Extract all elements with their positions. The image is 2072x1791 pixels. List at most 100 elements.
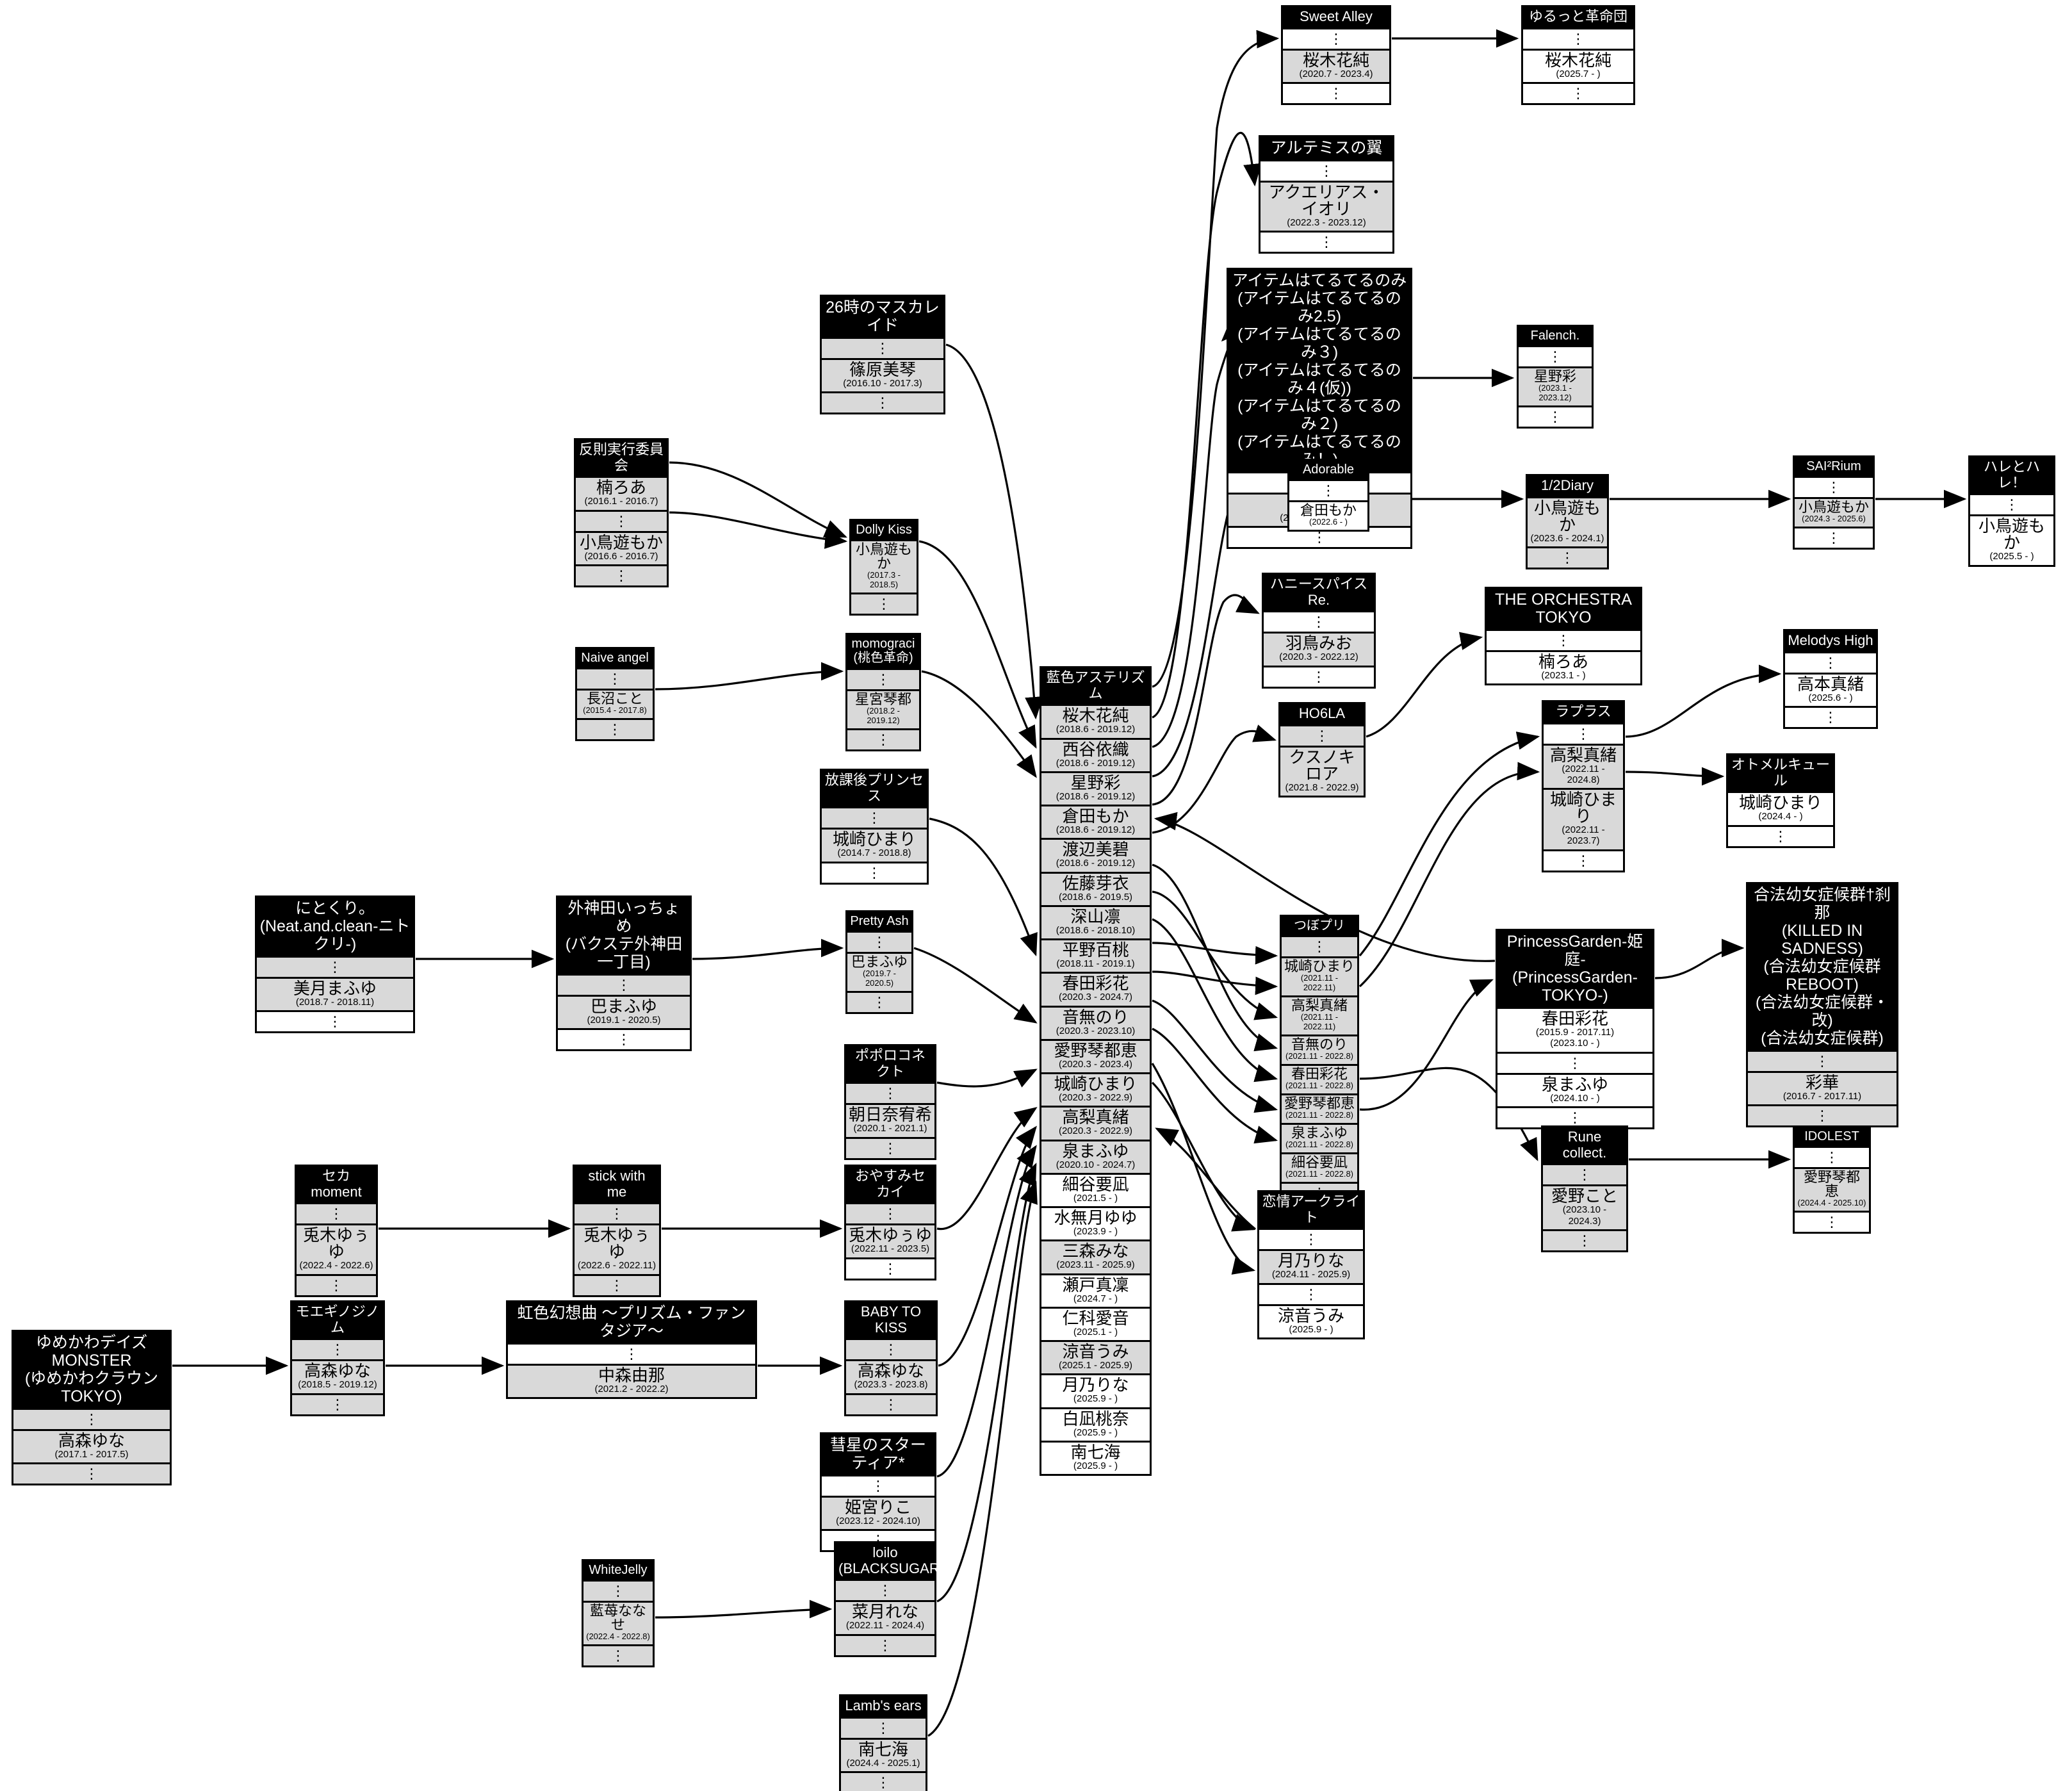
group-node-baby-to-kiss[interactable]: BABY TO KISS高森ゆな(2023.3 - 2023.8) (844, 1300, 938, 1416)
member-row: 星宮琴都(2018.2 - 2019.12) (847, 689, 919, 728)
group-node-moegino-zimu[interactable]: モエギノジノム高森ゆな(2018.5 - 2019.12) (290, 1300, 385, 1416)
group-node-white-jelly[interactable]: WhiteJelly藍苺ななせ(2022.4 - 2022.8) (582, 1559, 655, 1668)
ellipsis-row (846, 1136, 934, 1158)
member-name: 瀬戸真凜 (1062, 1275, 1129, 1295)
member-row: 音無のり(2021.11 - 2022.8) (1282, 1035, 1357, 1065)
group-title: HO6LA (1280, 704, 1364, 724)
member-row: 桜木花純(2018.6 - 2019.12) (1041, 704, 1150, 738)
group-node-renjo-arclight[interactable]: 恋情アークライト月乃りな(2024.11 - 2025.9)涼音うみ(2025.… (1257, 1190, 1365, 1339)
group-node-yurutto[interactable]: ゆるっと革命団桜木花純(2025.7 - ) (1521, 5, 1635, 105)
member-row: 朝日奈宥希(2020.1 - 2021.1) (846, 1103, 934, 1137)
member-tenure: (2016.7 - 2017.11) (1782, 1091, 1862, 1102)
ellipsis-row (1497, 1051, 1652, 1073)
group-node-suisei-startear[interactable]: 彗星のスターティア*姫宮りこ(2023.12 - 2024.10) (820, 1432, 936, 1553)
group-title: 藍色アステリズム (1041, 668, 1150, 705)
group-node-adorable[interactable]: Adorable倉田もか(2022.6 - ) (1287, 459, 1369, 532)
group-title: 1/2Diary (1528, 476, 1607, 496)
ellipsis-row (13, 1462, 170, 1484)
ellipsis-row (577, 718, 653, 740)
ellipsis-row (846, 1257, 934, 1279)
group-title: オトメルキュール (1728, 755, 1833, 792)
group-node-nijiiro-gensoukyoku[interactable]: 虹色幻想曲 ～プリズム・ファンタジア～中森由那(2021.2 - 2022.2) (506, 1300, 757, 1400)
member-row: 星野彩(2018.6 - 2019.12) (1041, 771, 1150, 805)
group-node-sweet-alley[interactable]: Sweet Alley桜木花純(2020.7 - 2023.4) (1281, 5, 1391, 105)
group-node-nitokuri[interactable]: にとくり。 (Neat.and.clean-ニトクリ-)美月まふゆ(2018.7… (255, 896, 415, 1034)
group-node-pretty-ash[interactable]: Pretty Ash巴まふゆ(2019.7 - 2020.5) (845, 910, 913, 1015)
group-node-poporo-connect[interactable]: ポポロコネクト朝日奈宥希(2020.1 - 2021.1) (844, 1044, 936, 1160)
group-node-naive-angel[interactable]: Naive angel長沼こと(2015.4 - 2017.8) (575, 647, 655, 742)
group-node-sai2rium[interactable]: SAI²Rium小鳥遊もか(2024.3 - 2025.6) (1793, 455, 1875, 550)
group-node-honey-spice[interactable]: ハニースパイスRe.羽鳥みお(2020.3 - 2022.12) (1262, 573, 1376, 689)
member-row: 仁科愛音(2025.1 - ) (1041, 1306, 1150, 1340)
member-name: 小鳥遊もか (579, 532, 663, 552)
group-node-yumekawa-days[interactable]: ゆめかわデイズMONSTER (ゆめかわクラウンTOKYO)高森ゆな(2017.… (12, 1330, 172, 1486)
group-node-tsubopuri[interactable]: つぼプリ城崎ひまり(2021.11 - 2022.11)高梨真緒(2021.11… (1280, 915, 1359, 1205)
group-node-seka-moment[interactable]: セカmoment兎木ゆぅゆ(2022.4 - 2022.6) (295, 1165, 378, 1297)
group-node-loilo[interactable]: loilo (BLACKSUGAR)菜月れな(2022.11 - 2024.4) (834, 1541, 944, 1657)
ellipsis-row (822, 391, 943, 413)
member-name: 月乃りな (1277, 1251, 1344, 1271)
member-tenure: (2015.4 - 2017.8) (583, 705, 647, 716)
ellipsis-row (13, 1408, 170, 1429)
group-node-artemis[interactable]: アルテミスの翼アクエリアス・イオリ(2022.3 - 2023.12) (1259, 135, 1394, 254)
group-node-oyasumi-sekai[interactable]: おやすみセカイ兎木ゆぅゆ(2022.11 - 2023.5) (844, 1165, 936, 1280)
ellipsis-row (575, 1202, 659, 1224)
member-name: 春田彩花 (1541, 1009, 1608, 1028)
member-name: 菜月れな (851, 1602, 918, 1622)
member-name: 佐藤芽衣 (1062, 873, 1129, 893)
group-node-idolest[interactable]: IDOLEST愛野琴都恵(2024.4 - 2025.10) (1793, 1125, 1871, 1234)
group-title: セカmoment (297, 1166, 376, 1203)
member-name: 高梨真緒 (1549, 745, 1617, 765)
group-title: ゆるっと革命団 (1523, 7, 1633, 28)
member-tenure: (2023.10 - 2024.3) (1562, 1204, 1607, 1227)
member-row: 城崎ひまり(2021.11 - 2022.11) (1282, 956, 1357, 996)
member-tenure: (2019.7 - 2020.5) (862, 969, 897, 988)
group-node-rune-collect[interactable]: Rune collect.愛野こと(2023.10 - 2024.3) (1541, 1125, 1628, 1252)
member-row: 愛野琴都恵(2024.4 - 2025.10) (1795, 1167, 1869, 1211)
ellipsis-row (1260, 159, 1392, 181)
member-tenure: (2021.2 - 2022.2) (594, 1384, 669, 1394)
member-tenure: (2019.1 - 2020.5) (587, 1015, 661, 1026)
group-node-hokago-princess[interactable]: 放課後プリンセス城崎ひまり(2014.7 - 2018.8) (820, 769, 929, 885)
group-node-sotokanda[interactable]: 外神田いっちょめ (バクステ外神田一丁目)巴まふゆ(2019.1 - 2020.… (556, 896, 692, 1052)
group-title: ハレとハレ！ (1970, 457, 2053, 494)
ellipsis-row (822, 337, 943, 358)
group-node-stick-with-me[interactable]: stick with me兎木ゆぅゆ(2022.6 - 2022.11) (573, 1165, 661, 1297)
ellipsis-row (847, 991, 911, 1013)
member-row: 兎木ゆぅゆ(2022.11 - 2023.5) (846, 1223, 934, 1257)
group-node-ho6la[interactable]: HO6LAクスノキロア(2021.8 - 2022.9) (1278, 702, 1366, 797)
member-tenure: (2020.10 - 2024.7) (1056, 1159, 1136, 1170)
group-node-orchestra-tokyo[interactable]: THE ORCHESTRA TOKYO楠ろあ(2023.1 - ) (1485, 587, 1642, 686)
group-node-laplace[interactable]: ラプラス高梨真緒(2022.11 - 2024.8)城崎ひまり(2022.11 … (1542, 700, 1625, 872)
group-node-aiiro-asterism[interactable]: 藍色アステリズム桜木花純(2018.6 - 2019.12)西谷依織(2018.… (1040, 666, 1152, 1476)
member-tenure: (2022.11 - 2024.8) (1562, 763, 1605, 785)
group-title: Naive angel (577, 649, 653, 668)
member-row: 春田彩花(2015.9 - 2017.11)(2023.10 - ) (1497, 1007, 1652, 1052)
member-name: 桜木花純 (1062, 706, 1129, 726)
group-node-goho-youjo[interactable]: 合法幼女症候群†刹那 (KILLED IN SADNESS) (合法幼女症候群R… (1746, 882, 1898, 1128)
group-node-otome-mercure[interactable]: オトメルキュール城崎ひまり(2024.4 - ) (1726, 753, 1835, 848)
ellipsis-row (1795, 1211, 1869, 1232)
member-row: 小鳥遊もか(2017.3 - 2018.5) (851, 539, 917, 593)
member-row: 深山凛(2018.6 - 2018.10) (1041, 904, 1150, 938)
group-node-masquerade26[interactable]: 26時のマスカレイド篠原美琴(2016.10 - 2017.3) (820, 295, 945, 415)
group-node-momograci[interactable]: momograci (桃色革命)星宮琴都(2018.2 - 2019.12) (845, 633, 921, 751)
member-tenure: (2023.9 - ) (1073, 1226, 1118, 1237)
group-node-falench[interactable]: Falench.星野彩(2023.1 - 2023.12) (1517, 325, 1594, 429)
member-tenure: (2021.11 - 2022.11) (1300, 1012, 1339, 1032)
group-node-lambs-ears[interactable]: Lamb's ears南七海(2024.4 - 2025.1) (839, 1694, 927, 1791)
ellipsis-row (822, 861, 927, 883)
member-name: 中森由那 (598, 1366, 665, 1385)
group-node-hare-to-hare[interactable]: ハレとハレ！小鳥遊もか(2025.5 - ) (1968, 455, 2055, 567)
member-row: 愛野こと(2023.10 - 2024.3) (1543, 1184, 1626, 1229)
member-row: 羽鳥みお(2020.3 - 2022.12) (1264, 632, 1374, 666)
member-name: 平野百桃 (1062, 940, 1129, 960)
group-node-princess-garden[interactable]: PrincessGarden-姫庭- (PrincessGarden-TOKYO… (1496, 929, 1654, 1129)
member-row: 南七海(2025.9 - ) (1041, 1440, 1150, 1474)
group-node-melodys-high[interactable]: Melodys High高本真緒(2025.6 - ) (1783, 629, 1878, 729)
member-row: 愛野琴都恵(2020.3 - 2023.4) (1041, 1038, 1150, 1072)
member-row: 姫宮りこ(2023.12 - 2024.10) (822, 1496, 934, 1530)
